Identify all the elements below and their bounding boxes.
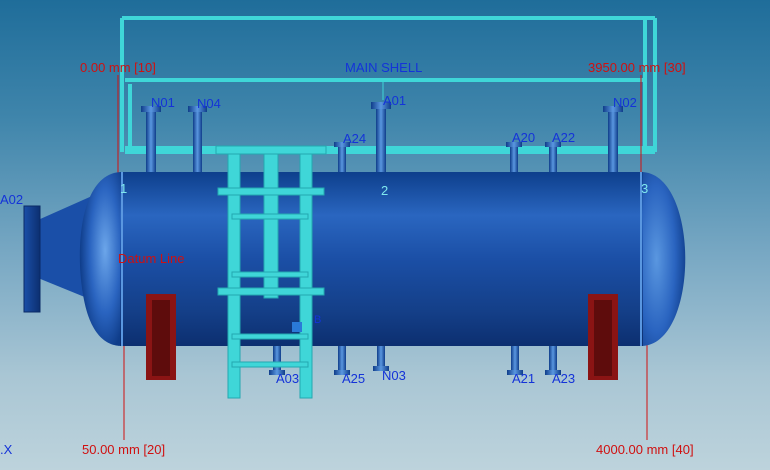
nozzle-label-a25[interactable]: A25 — [342, 371, 366, 386]
nozzle-label-a23[interactable]: A23 — [552, 371, 576, 386]
ladder-fitting — [292, 322, 302, 332]
nozzle-a02-flange — [23, 196, 92, 313]
main-shell-label[interactable]: MAIN SHELL — [345, 60, 423, 75]
dimension-bottom-right: 4000.00 mm [40] — [596, 442, 694, 457]
station-marker-2: 2 — [381, 183, 389, 198]
nozzle-label-a03[interactable]: A03 — [276, 371, 300, 386]
top-nozzles — [141, 102, 623, 176]
datum-line-label: Datum Line — [118, 251, 185, 266]
top-platform-frame — [120, 16, 657, 154]
nozzle-label-a01[interactable]: A01 — [383, 93, 407, 108]
nozzle-label-a21[interactable]: A21 — [512, 371, 536, 386]
nozzle-label-n02[interactable]: N02 — [613, 95, 637, 110]
ladder-structure — [215, 145, 327, 399]
nozzle-label-a02[interactable]: A02 — [0, 192, 24, 207]
nozzle-label-a22[interactable]: A22 — [552, 130, 576, 145]
dimension-bottom-left: 50.00 mm [20] — [82, 442, 166, 457]
dimension-lines — [117, 75, 648, 440]
axis-indicator-x: .X — [0, 442, 13, 457]
station-marker-1: 1 — [120, 181, 128, 196]
nozzle-label-a24[interactable]: A24 — [343, 131, 367, 146]
nozzle-label-a20[interactable]: A20 — [512, 130, 536, 145]
nozzle-label-n01[interactable]: N01 — [151, 95, 175, 110]
bottom-nozzles — [269, 346, 561, 375]
station-marker-3: 3 — [641, 181, 649, 196]
nozzle-label-n03[interactable]: N03 — [382, 368, 406, 383]
dimension-top-right: 3950.00 mm [30] — [588, 60, 686, 75]
vessel-shell — [79, 172, 686, 346]
saddle-supports — [146, 294, 618, 380]
dimension-top-left: 0.00 mm [10] — [80, 60, 156, 75]
ladder-tag-label[interactable]: B — [314, 314, 322, 326]
nozzle-label-n04[interactable]: N04 — [197, 96, 221, 111]
